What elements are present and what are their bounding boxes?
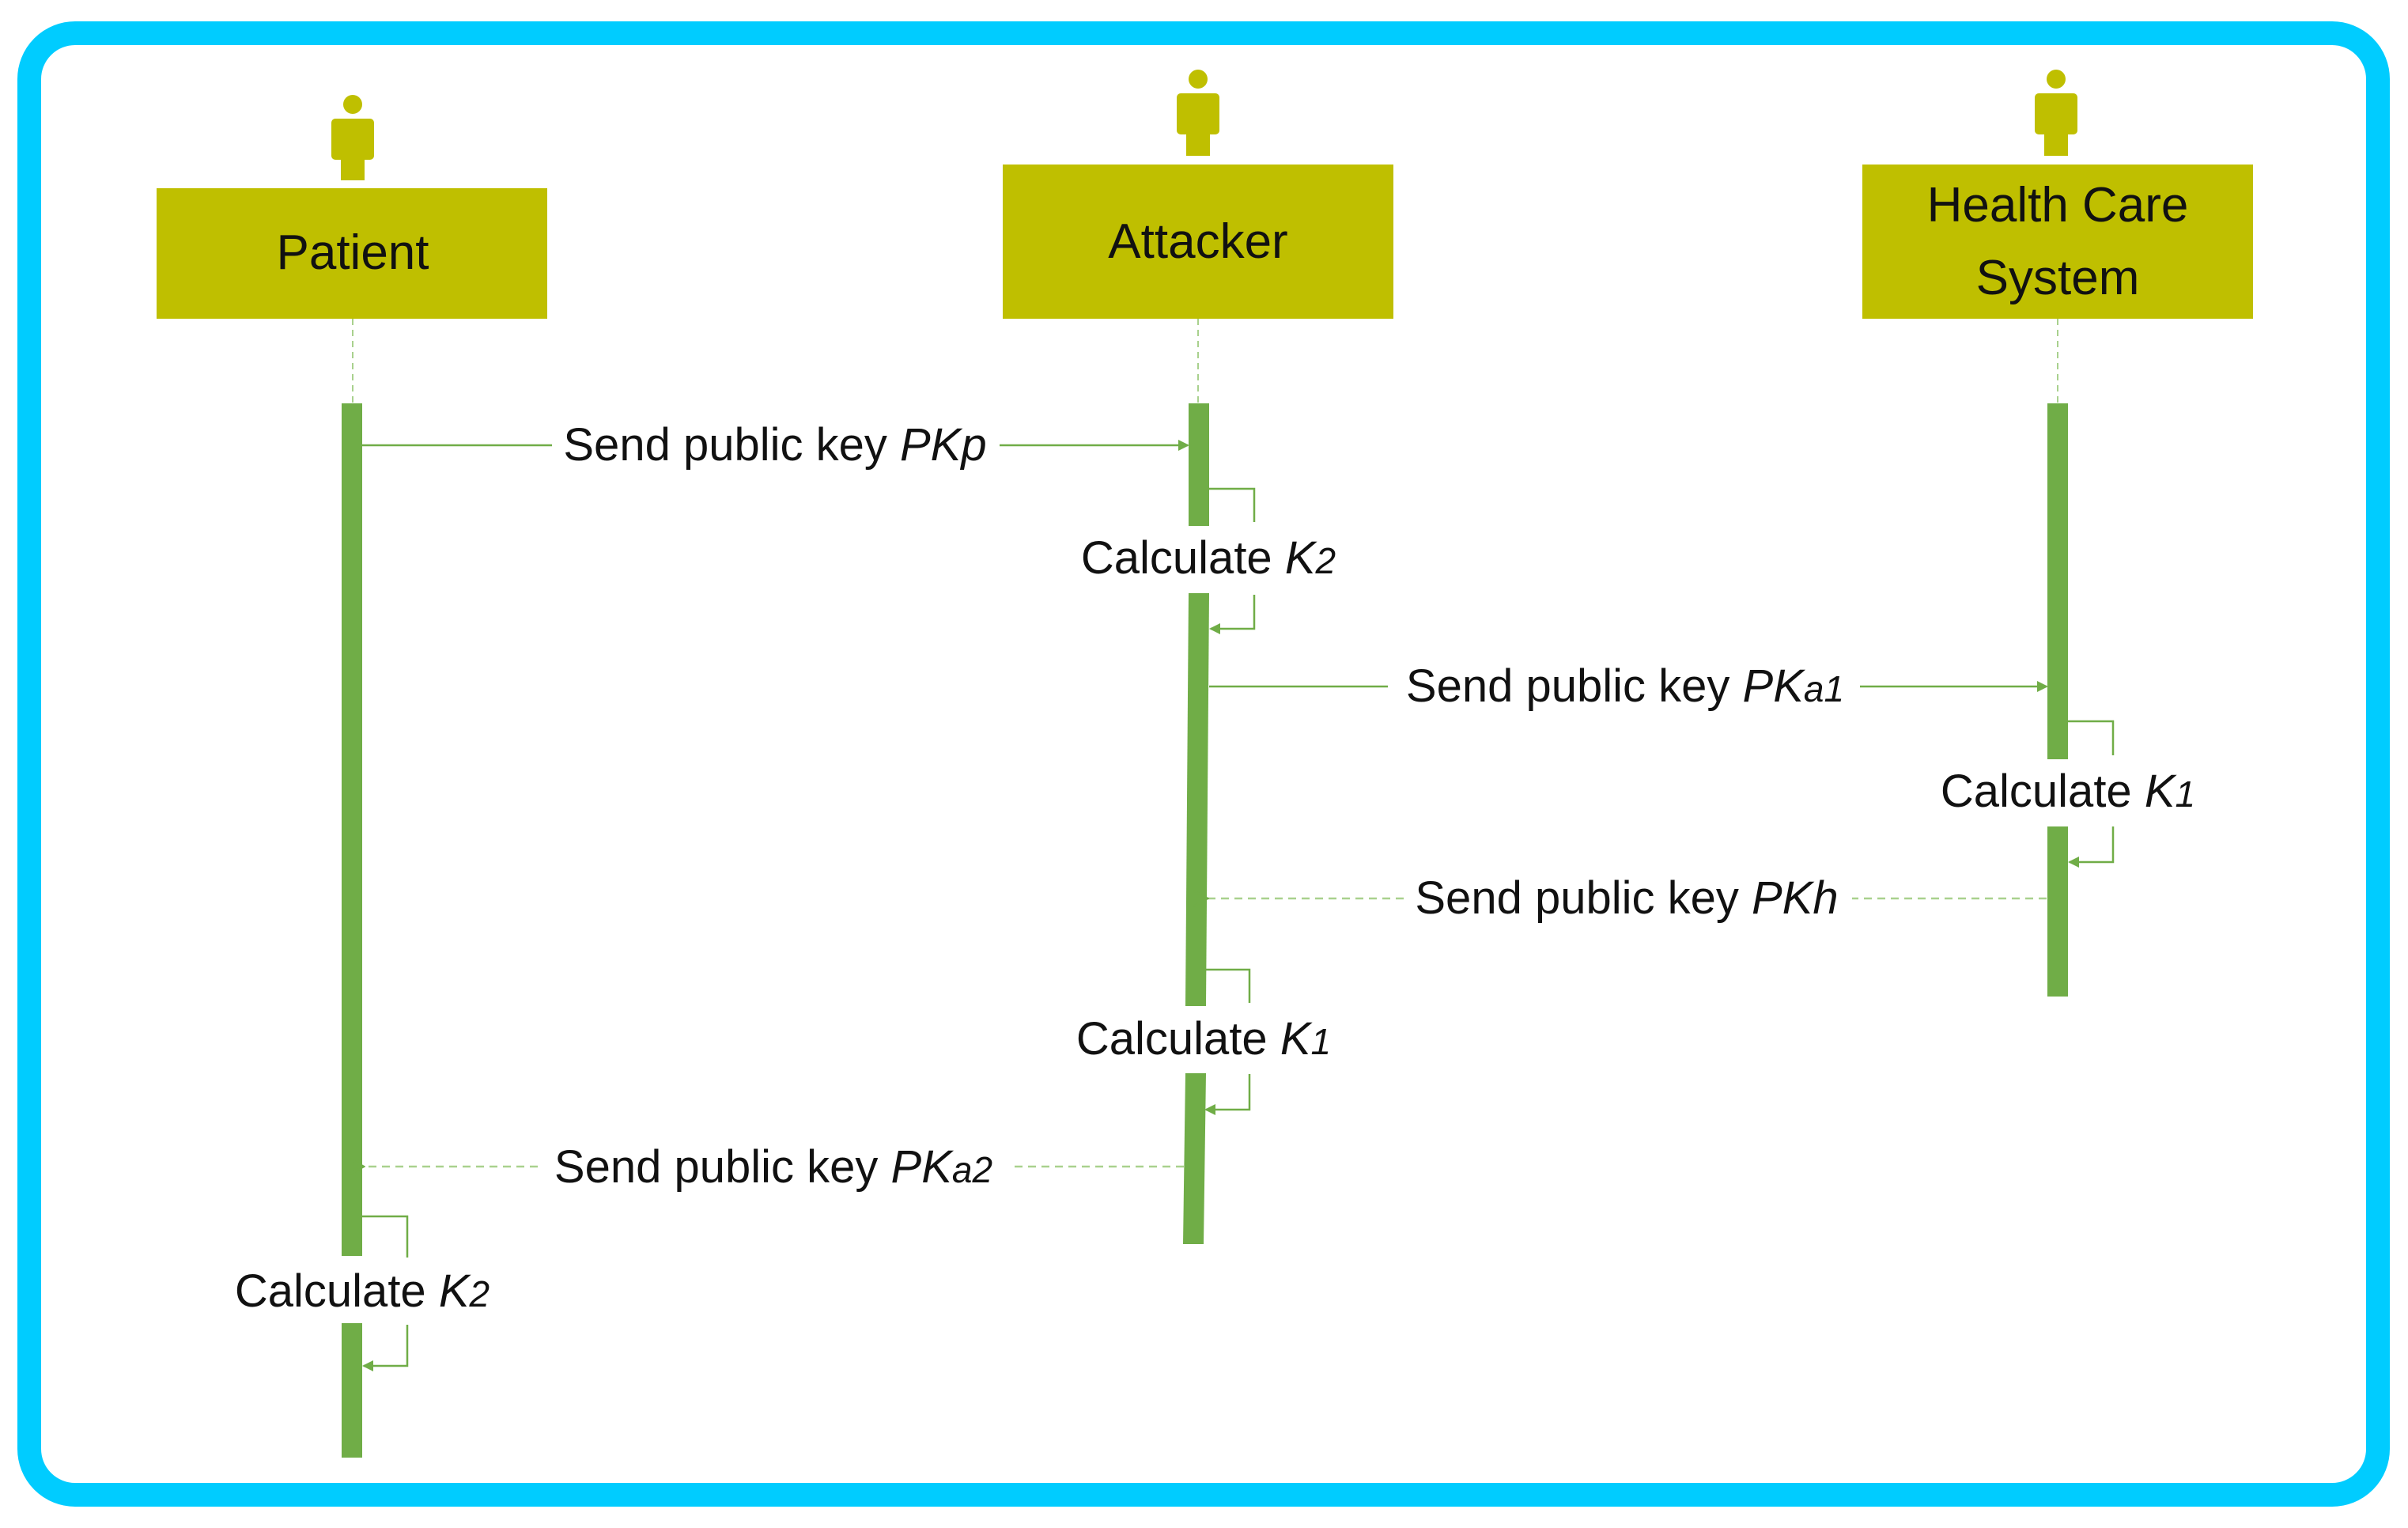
message-label: Send public key PKp [563,419,986,471]
self-call-label-sub: 1 [1311,1021,1332,1062]
activation-bar-attacker-1 [1189,403,1209,526]
self-call-label: Calculate K1 [1941,766,2195,817]
message-label: Send public key PKh [1415,872,1838,924]
actor-attacker: Attacker [1003,70,1393,319]
message-send-pka2: Send public key PKa2 [364,1141,1184,1193]
self-call-line-bottom [2068,826,2115,868]
person-icon [1177,70,1219,156]
message-send-pka1: Send public key PKa1 [1209,660,2048,712]
self-call-label-key: K [1285,532,1317,584]
self-call-label: Calculate K1 [1076,1013,1331,1065]
message-label-text: Send public key [1415,872,1752,924]
self-call-label: Calculate K2 [1081,532,1336,584]
self-call-line-top [2068,720,2115,755]
message-label: Send public key PKa1 [1406,660,1844,712]
actor-box [1862,165,2253,319]
self-message-calc-k2-attacker: Calculate K2 [1081,487,1336,634]
self-call-label-key: K [1280,1013,1313,1065]
actor-label: Attacker [1108,214,1287,269]
self-call-label-key: K [2145,766,2177,817]
actor-label-line-2: System [1976,251,2140,305]
message-label-text: Send public key [563,419,900,471]
message-label-sub: a2 [952,1149,992,1190]
activation-bar-attacker-3 [1183,1073,1206,1244]
message-label-key: PK [900,419,963,471]
self-call-line-top [1206,968,1251,1003]
self-call-label-text: Calculate [1081,532,1285,584]
self-call-label: Calculate K2 [235,1265,490,1317]
activation-bar-hcs-2 [2047,826,2068,997]
self-call-line-bottom [1209,595,1256,634]
self-call-label-text: Calculate [1941,766,2145,817]
actor-box [1003,165,1393,319]
self-call-label-text: Calculate [1076,1013,1280,1065]
self-call-label-key: K [439,1265,471,1317]
person-icon [2035,70,2077,156]
activation-bar-patient-1 [342,403,362,1256]
message-label-sub: h [1813,872,1838,924]
actor-box [157,188,547,319]
message-label-sub: a1 [1804,668,1844,709]
message-label-key: PK [891,1141,955,1193]
message-label-text: Send public key [1406,660,1743,712]
self-call-line-top [1209,487,1256,522]
self-call-label-text: Calculate [235,1265,439,1317]
self-call-label-sub: 2 [1315,540,1336,581]
self-call-label-sub: 1 [2176,773,2196,815]
message-send-pkp: Send public key PKp [362,419,1189,471]
self-message-calc-k1-hcs: Calculate K1 [1941,720,2195,868]
activation-bar-attacker-2 [1185,593,1209,1006]
message-label-sub: p [959,419,986,471]
message-label-key: PK [1752,872,1815,924]
actor-label: Patient [276,225,429,280]
self-message-calc-k2-patient: Calculate K2 [235,1215,490,1371]
actor-label-line-1: Health Care [1927,178,2189,233]
message-label-text: Send public key [554,1141,891,1193]
self-call-line-bottom [362,1325,409,1371]
activation-bar-patient-2 [342,1323,362,1458]
self-call-line-bottom [1204,1074,1251,1115]
actor-patient: Patient [157,95,547,319]
self-call-label-sub: 2 [469,1273,490,1314]
message-label: Send public key PKa2 [554,1141,992,1193]
activation-bar-hcs-1 [2047,403,2068,759]
self-call-line-top [362,1215,409,1258]
actor-health-care-system: Health Care System [1862,70,2253,319]
self-message-calc-k1-attacker: Calculate K1 [1076,968,1331,1115]
person-icon [331,95,374,180]
message-send-pkh: Send public key PKh [1208,872,2047,924]
message-label-key: PK [1743,660,1806,712]
